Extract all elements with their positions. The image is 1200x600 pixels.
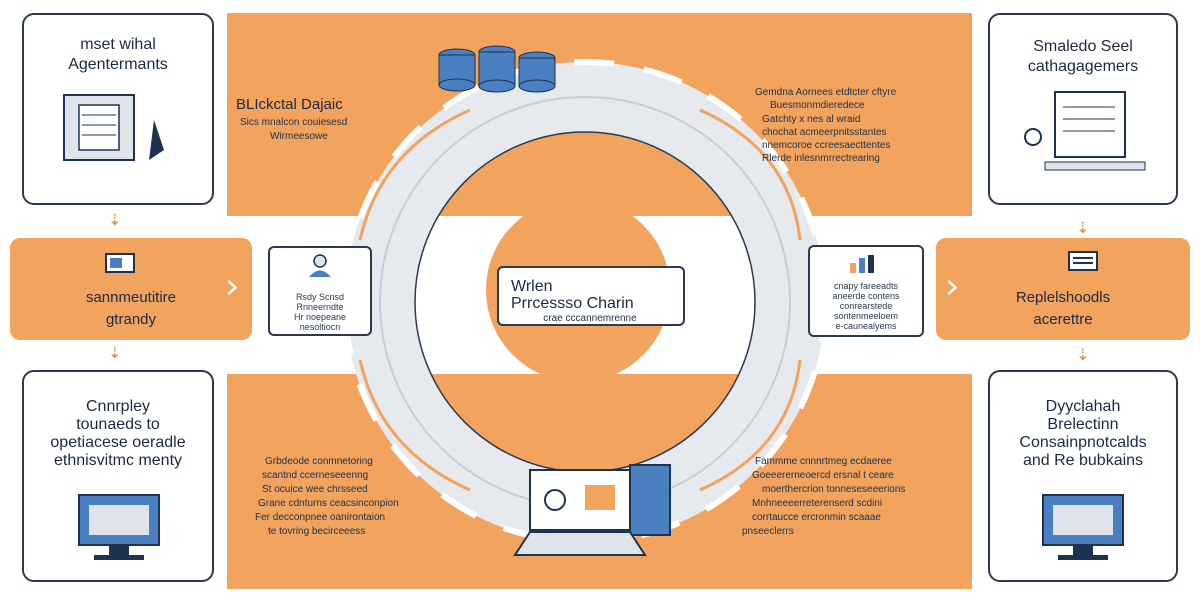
top-right-bullet: Rlerde inlesnmrrectrearing [762,153,880,164]
left-box-line1: sannmeutitire [85,289,177,306]
top-right-bullet: chochat acmeerpnitsstantes [762,127,887,138]
chart-icon [850,255,874,273]
card-title-line2: tounaeds to [76,416,160,433]
center-title-line1: Wrlen [511,278,553,295]
center-title-line2: Prrcessso Charin [511,295,634,312]
left-detail-line4: nesoltiocn [299,322,341,332]
bottom-right-line: corrtaucce ercronmin scaaae [752,512,881,523]
card-title-line3: Consainpnotcalds [1019,434,1147,451]
left-box-line2: gtrandy [105,311,157,328]
card-title-line1: Cnnrpley [85,398,151,415]
right-detail-line5: e-caunealyems [835,321,897,331]
card-title-line2: Agentermants [68,56,168,73]
right-detail-line2: aneerde contens [832,291,900,301]
center-process-box: Wrlen Prrcessso Charin [497,266,685,326]
top-left-block-line2: Sics mnalcon couiesesd [240,117,348,128]
bottom-left-line: St ocuice wee chrsseed [262,484,368,495]
left-detail-line2: Rnneerndte [296,302,344,312]
left-detail-line3: Hr noepeane [293,312,347,322]
bottom-right-line: moerthercrion tonneseseeerions [762,484,906,495]
right-detail-line4: sontenmeeloem [833,311,899,321]
top-right-heading1: Gemdna Aornees etdtcter cftyre [755,87,897,98]
left-process-box: sannmeutitire gtrandy [10,238,252,340]
document-panel-icon [63,94,164,161]
arrow-down-icon: ⇣ [1076,345,1090,364]
top-left-block-heading: BLIckctal Dajaic [236,96,343,113]
left-detail-box: Rsdy Scnsd Rnneerndte Hr noepeane nesolt… [268,246,372,336]
bottom-left-line: scantnd ccerneseeenng [262,470,369,481]
monitor-icon [78,494,160,560]
bottom-right-line: Fammme cnnnrtmeg ecdaeree [755,456,892,467]
arrow-down-icon: ⇣ [108,210,122,229]
arrow-down-icon: ⇣ [1076,218,1090,237]
card-top-right: Smaledo Seel cathagagemers [988,13,1178,205]
right-box-line1: Replelshoodls [1015,289,1111,306]
bottom-left-line: Grbdeode conmnetoring [265,456,373,467]
top-right-bullet: nnemcoroe ccreesaecttentes [762,140,891,151]
bottom-right-line: Mnhneeeerreterenserd scdini [752,498,883,509]
card-top-left: mset wihal Agentermants [22,13,214,205]
card-title-line3: opetiacese oeradle [50,434,186,451]
monitor-small-icon [1068,251,1098,271]
card-title-line4: and Re bubkains [1022,452,1144,469]
right-detail-line3: conrearstede [839,301,893,311]
document-stack-icon [1024,91,1146,171]
card-title-line2: Brelectinn [1047,416,1119,433]
top-right-heading2: Buesmonmdieredece [770,100,865,111]
chevron-right-icon: › [945,266,960,307]
card-title-line1: mset wihal [80,36,156,53]
bottom-right-line: pnseeclerrs [742,526,794,537]
chevron-right-icon: › [225,266,240,307]
card-bottom-left: Cnnrpley tounaeds to opetiacese oeradle … [22,370,214,582]
right-detail-line1: cnapy fareeadts [833,281,899,291]
card-title-line4: ethnisvitmc menty [53,452,183,469]
arrow-down-icon: ⇣ [108,343,122,362]
laptop-icon [513,464,671,556]
monitor-icon [1042,494,1124,560]
server-stack-icon [438,45,556,93]
card-bottom-right: Dyyclahah Brelectinn Consainpnotcalds an… [988,370,1178,582]
right-detail-box: cnapy fareeadts aneerde contens conrears… [808,245,924,337]
left-detail-line1: Rsdy Scnsd [295,292,345,302]
person-icon [309,254,331,277]
monitor-small-icon [105,253,135,273]
bottom-left-line: Fer decconpnee oanirontaion [255,512,386,523]
center-caption: crae cccannemrenne [543,313,637,324]
card-title-line1: Smaledo Seel [1033,38,1133,55]
top-right-bullet: Gatchty x nes al wraid [762,114,861,125]
bottom-left-line: Grane cdnturns ceacsinconpion [258,498,399,509]
bottom-right-line: Goeeererneoercd ersnal t ceare [752,470,894,481]
card-title-line1: Dyyclahah [1045,398,1121,415]
right-box-line2: acerettre [1033,311,1093,328]
bottom-left-line: te tovring becirceeess [268,526,366,537]
top-left-block-line3: Wirmeesowe [270,131,328,142]
card-title-line2: cathagagemers [1027,58,1139,75]
right-process-box: Replelshoodls acerettre [936,238,1190,340]
